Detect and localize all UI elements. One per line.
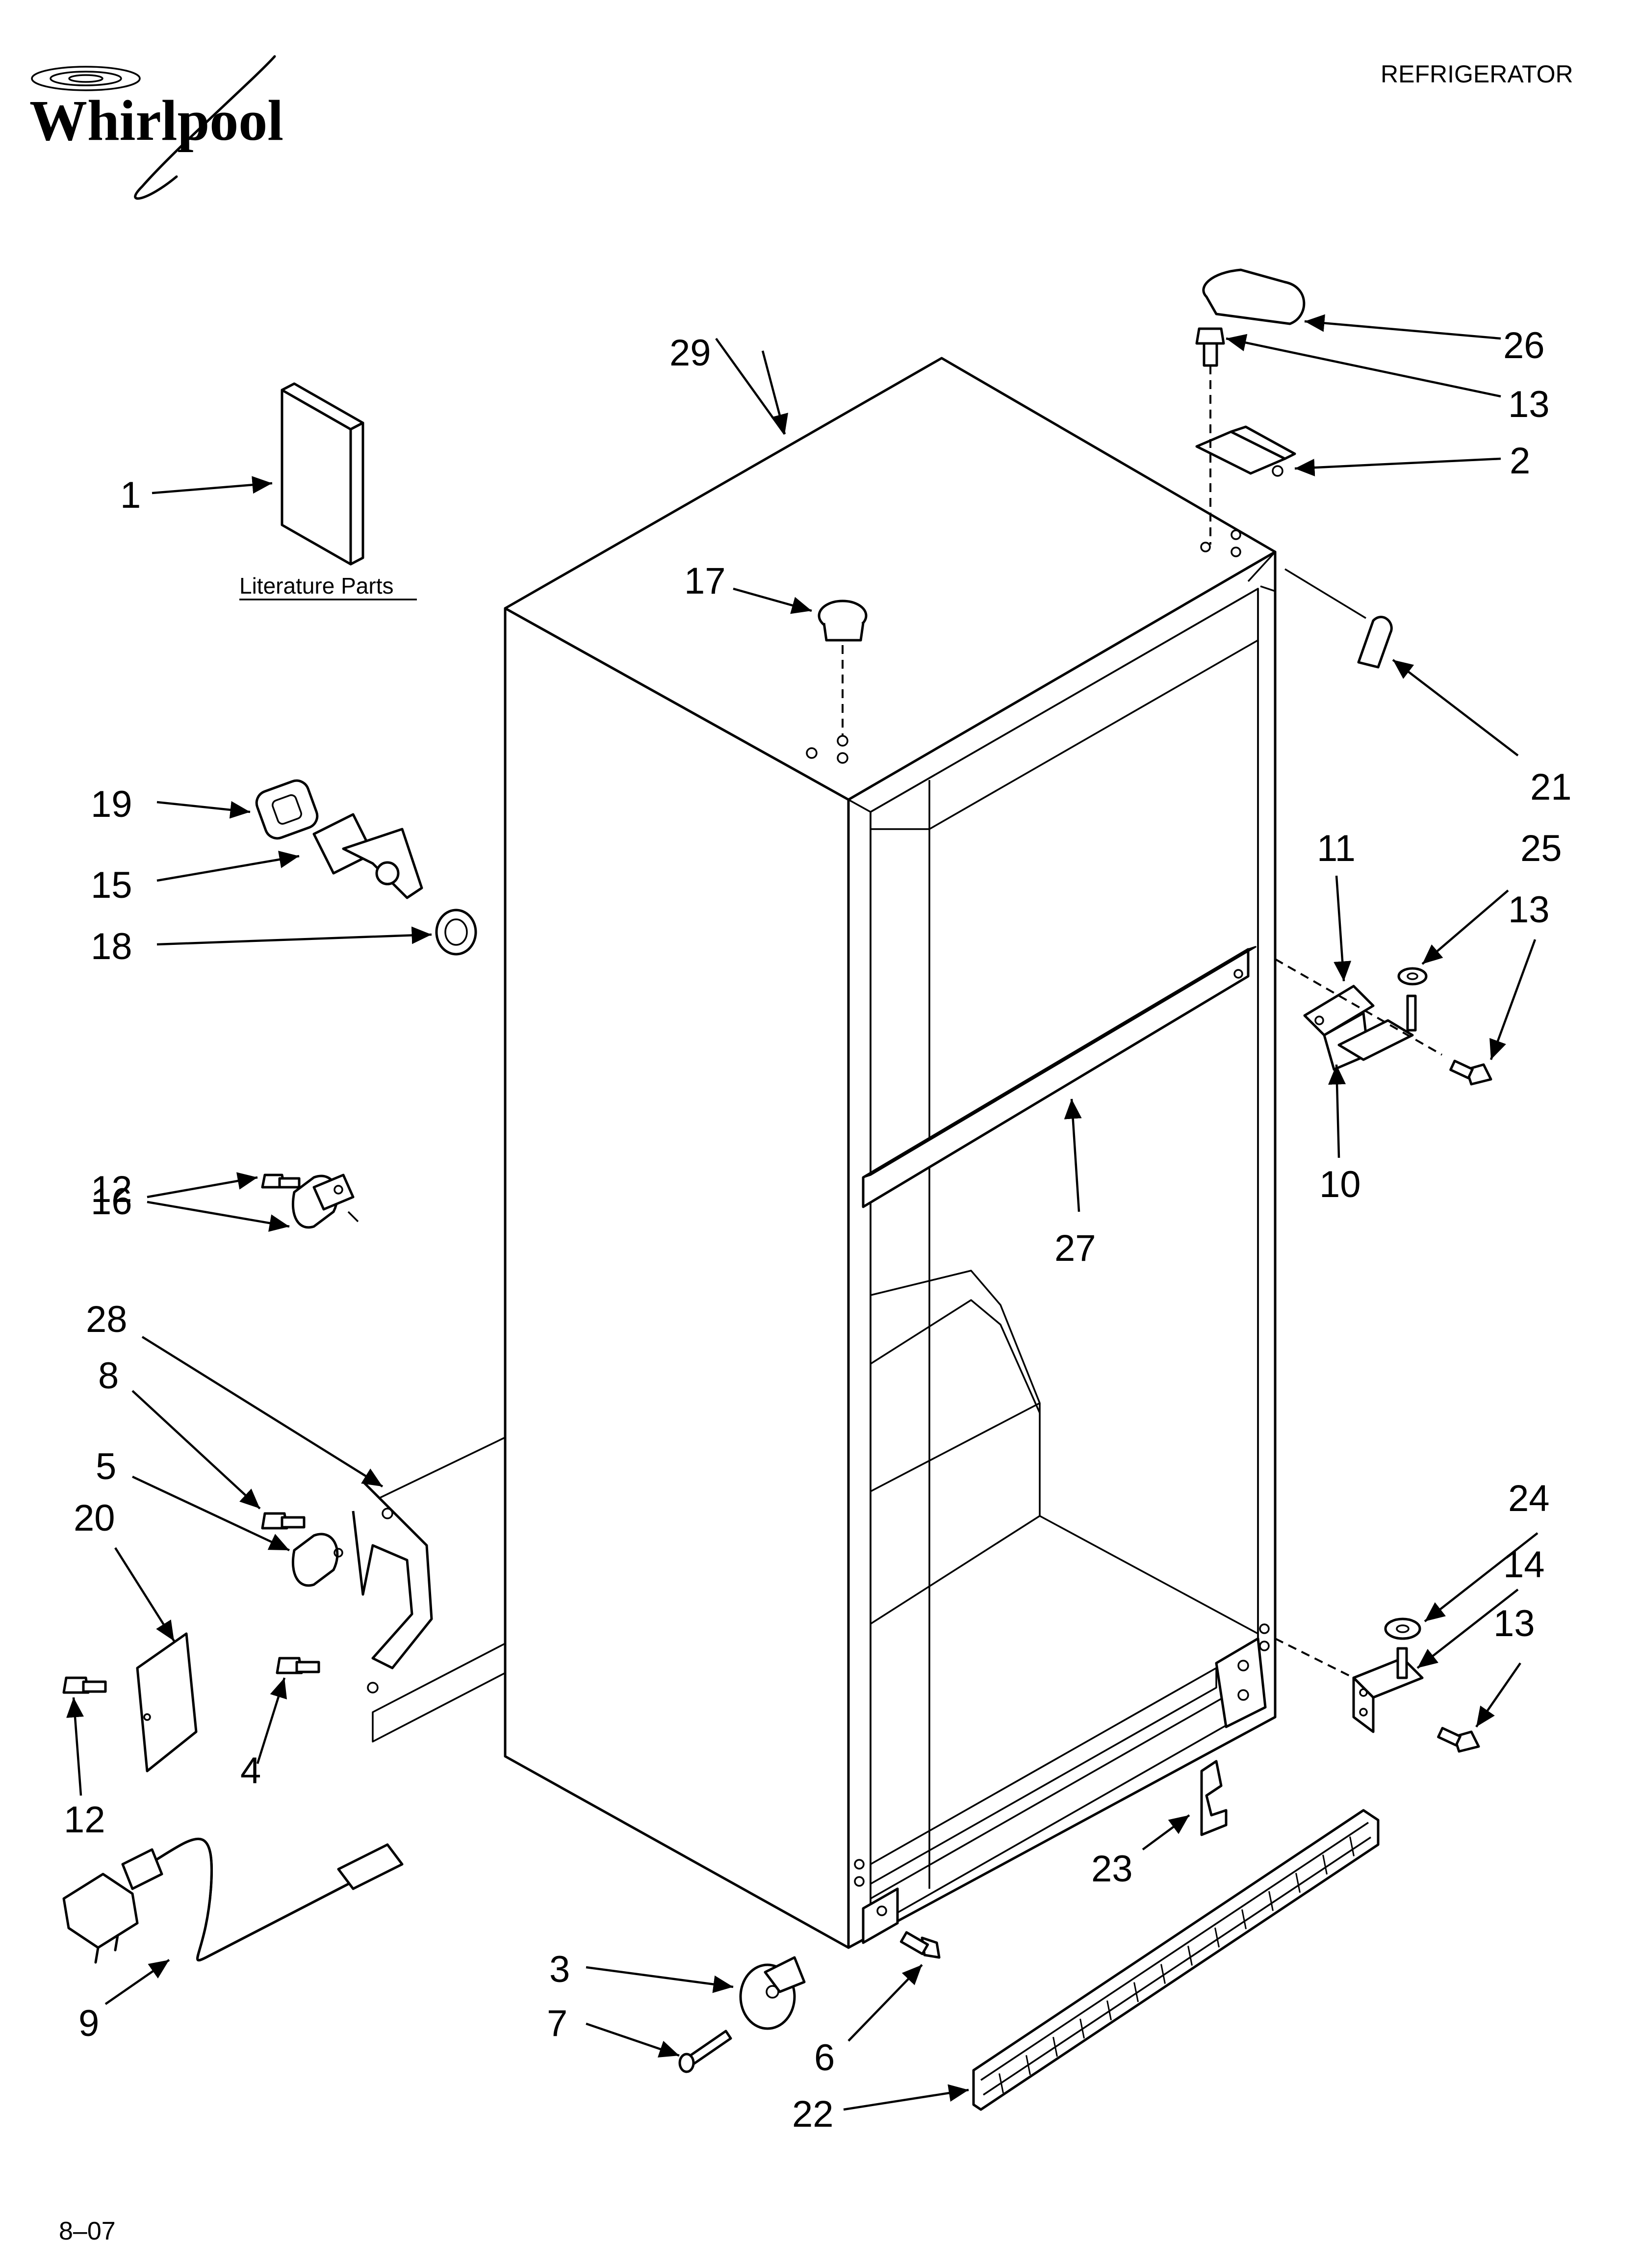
refrigerator-cabinet [372,357,1277,1949]
grille-slot [1214,1927,1220,1948]
grille-slot [1052,2036,1058,2057]
callout-13-bottom: 13 [1493,1603,1535,1644]
grille-slot [1241,1909,1247,1929]
callout-26: 26 [1503,325,1545,366]
appliance-type-title: REFRIGERATOR [1381,60,1573,88]
callout-12-upper: 12 [91,1169,132,1210]
center-hinge [1337,994,1417,1061]
grille-slot [1268,1891,1274,1911]
callout-6: 6 [814,2037,835,2079]
grille-slot [1133,1982,1139,2003]
roller-pin [678,2030,732,2073]
callout-7: 7 [547,2003,567,2044]
callout-8: 8 [98,1355,119,1397]
top-hinge [1195,425,1296,477]
callout-24: 24 [1508,1478,1550,1519]
hinge-pin-cap [1357,616,1393,669]
whirlpool-logo: Whirlpool [29,55,283,200]
top-hinge-screw [1195,327,1225,367]
callout-27: 27 [1054,1227,1096,1269]
callout-17: 17 [684,560,726,602]
callout-29: 29 [669,332,711,374]
callout-5: 5 [96,1446,116,1487]
callout-16: 16 [91,1181,132,1223]
grille-slot [1160,1964,1166,1984]
callout-2: 2 [1510,440,1530,482]
plug-button [435,909,477,956]
bottom-hinge-washer [1384,1617,1421,1640]
callout-labels: 1 2 3 4 5 6 7 8 9 10 11 12 12 13 13 13 1… [64,325,1572,2135]
wire-clamp [291,1173,355,1229]
mullion-bar [862,946,1257,1208]
callout-21: 21 [1530,766,1572,808]
gasket-grommet [255,779,319,840]
grille-slot [1079,2018,1085,2039]
grille-slot [1349,1836,1355,1856]
callout-13-top: 13 [1508,384,1550,425]
callout-1: 1 [120,474,141,516]
callout-9: 9 [78,2003,99,2044]
callout-23: 23 [1091,1848,1133,1890]
screw-upper-left [261,1173,301,1189]
rear-access-bracket [352,1481,433,1694]
callout-25: 25 [1520,828,1562,869]
callout-10: 10 [1319,1164,1361,1205]
top-hinge-cover [1202,268,1306,325]
grille-slot [1026,2055,1031,2075]
callout-28: 28 [86,1299,128,1340]
logo-wordmark: Whirlpool [29,88,283,153]
grille-slots [999,1836,1355,2093]
callout-11: 11 [1317,828,1356,869]
revision-date: 8–07 [59,2217,116,2245]
grille-slot [1322,1854,1328,1875]
callout-13-center: 13 [1508,889,1550,931]
hinge-washer-upper [1397,967,1428,986]
cover-plate [136,1632,198,1773]
callout-19: 19 [91,783,132,825]
drain-tube-assembly [312,813,423,899]
callout-14: 14 [1503,1544,1545,1586]
callout-22: 22 [792,2093,834,2135]
screw-cover-plate [62,1676,107,1694]
screw-bracket-lower [276,1657,320,1674]
screw-bracket-upper [261,1512,306,1530]
literature-parts-label: Literature Parts [239,573,393,599]
leveling-screw [899,1931,941,1959]
hinge-screw-center [1449,1059,1492,1086]
callout-18: 18 [91,926,132,967]
leader-lines [66,314,1539,2111]
grille-slot [1106,2000,1112,2021]
grille-slot [999,2073,1004,2093]
leveling-roller [739,1956,806,2030]
grille-slot [1187,1946,1193,1966]
callout-12-lower: 12 [64,1799,105,1841]
bottom-hinge-screw [1437,1726,1480,1753]
callout-20: 20 [74,1497,115,1539]
grille-slot [1295,1873,1301,1893]
toe-grille [972,1809,1380,2111]
grille-clip [1200,1760,1228,1836]
callout-15: 15 [91,864,132,906]
power-cord [62,1837,404,1964]
bottom-hinge [1352,1647,1424,1733]
callout-4: 4 [240,1750,261,1792]
callout-3: 3 [549,1949,570,1990]
clamp-bracket [291,1533,343,1587]
literature-parts-booklet [281,382,364,566]
door-stop-plug [818,600,868,642]
